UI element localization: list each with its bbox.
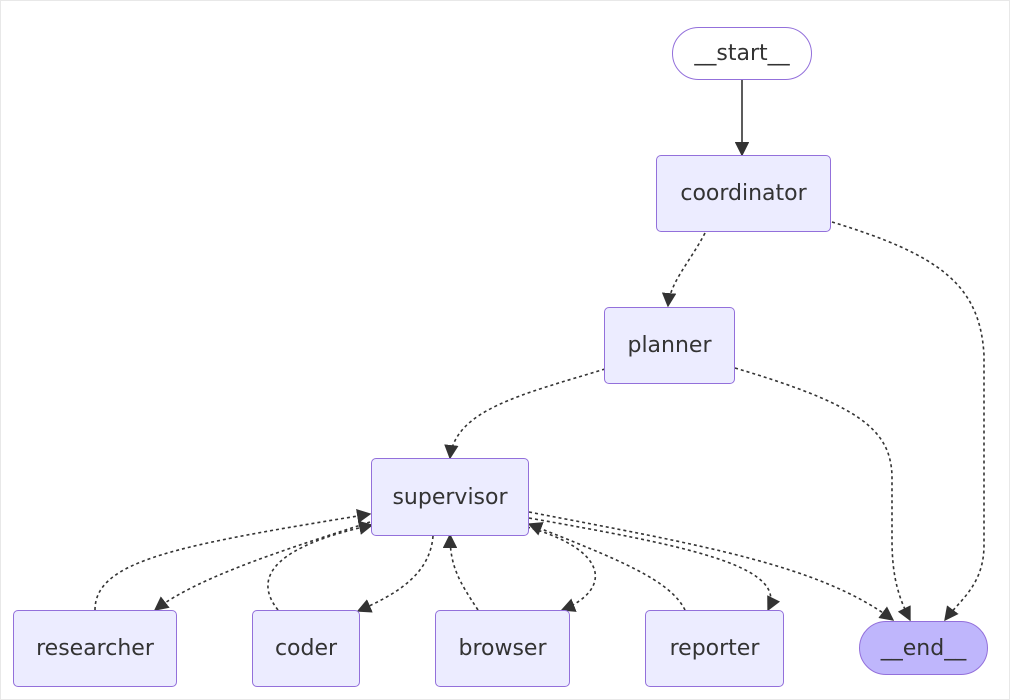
edge-reporter-supervisor — [527, 522, 686, 611]
edge-supervisor-coder — [356, 535, 434, 613]
edge-researcher-supervisor — [94, 508, 372, 611]
node-coordinator-label: coordinator — [680, 181, 807, 206]
node-reporter-label: reporter — [669, 636, 760, 661]
edge-coordinator-planner — [661, 232, 706, 308]
node-planner-label: planner — [627, 333, 712, 358]
node-coder[interactable]: coder — [252, 610, 360, 687]
node-coder-label: coder — [274, 636, 338, 661]
node-end[interactable]: __end__ — [859, 621, 988, 675]
node-supervisor[interactable]: supervisor — [371, 458, 529, 536]
node-start[interactable]: __start__ — [672, 27, 812, 80]
node-browser[interactable]: browser — [435, 610, 570, 687]
node-planner[interactable]: planner — [604, 307, 735, 384]
edge-browser-supervisor — [442, 533, 479, 611]
edge-supervisor-reporter — [528, 517, 781, 612]
node-coordinator[interactable]: coordinator — [656, 155, 831, 232]
node-reporter[interactable]: reporter — [645, 610, 784, 687]
node-browser-label: browser — [458, 636, 547, 661]
edge-supervisor-browser — [526, 526, 597, 612]
node-researcher-label: researcher — [36, 636, 154, 661]
node-researcher[interactable]: researcher — [13, 610, 177, 687]
edge-supervisor-end — [528, 511, 895, 621]
edge-coder-supervisor — [267, 520, 374, 611]
edge-supervisor-researcher — [153, 521, 371, 611]
edge-planner-end — [734, 367, 911, 622]
node-end-label: __end__ — [880, 635, 967, 661]
edge-planner-supervisor — [444, 368, 606, 460]
node-start-label: __start__ — [694, 41, 790, 66]
edge-coordinator-end — [831, 221, 985, 622]
node-supervisor-label: supervisor — [392, 484, 508, 510]
